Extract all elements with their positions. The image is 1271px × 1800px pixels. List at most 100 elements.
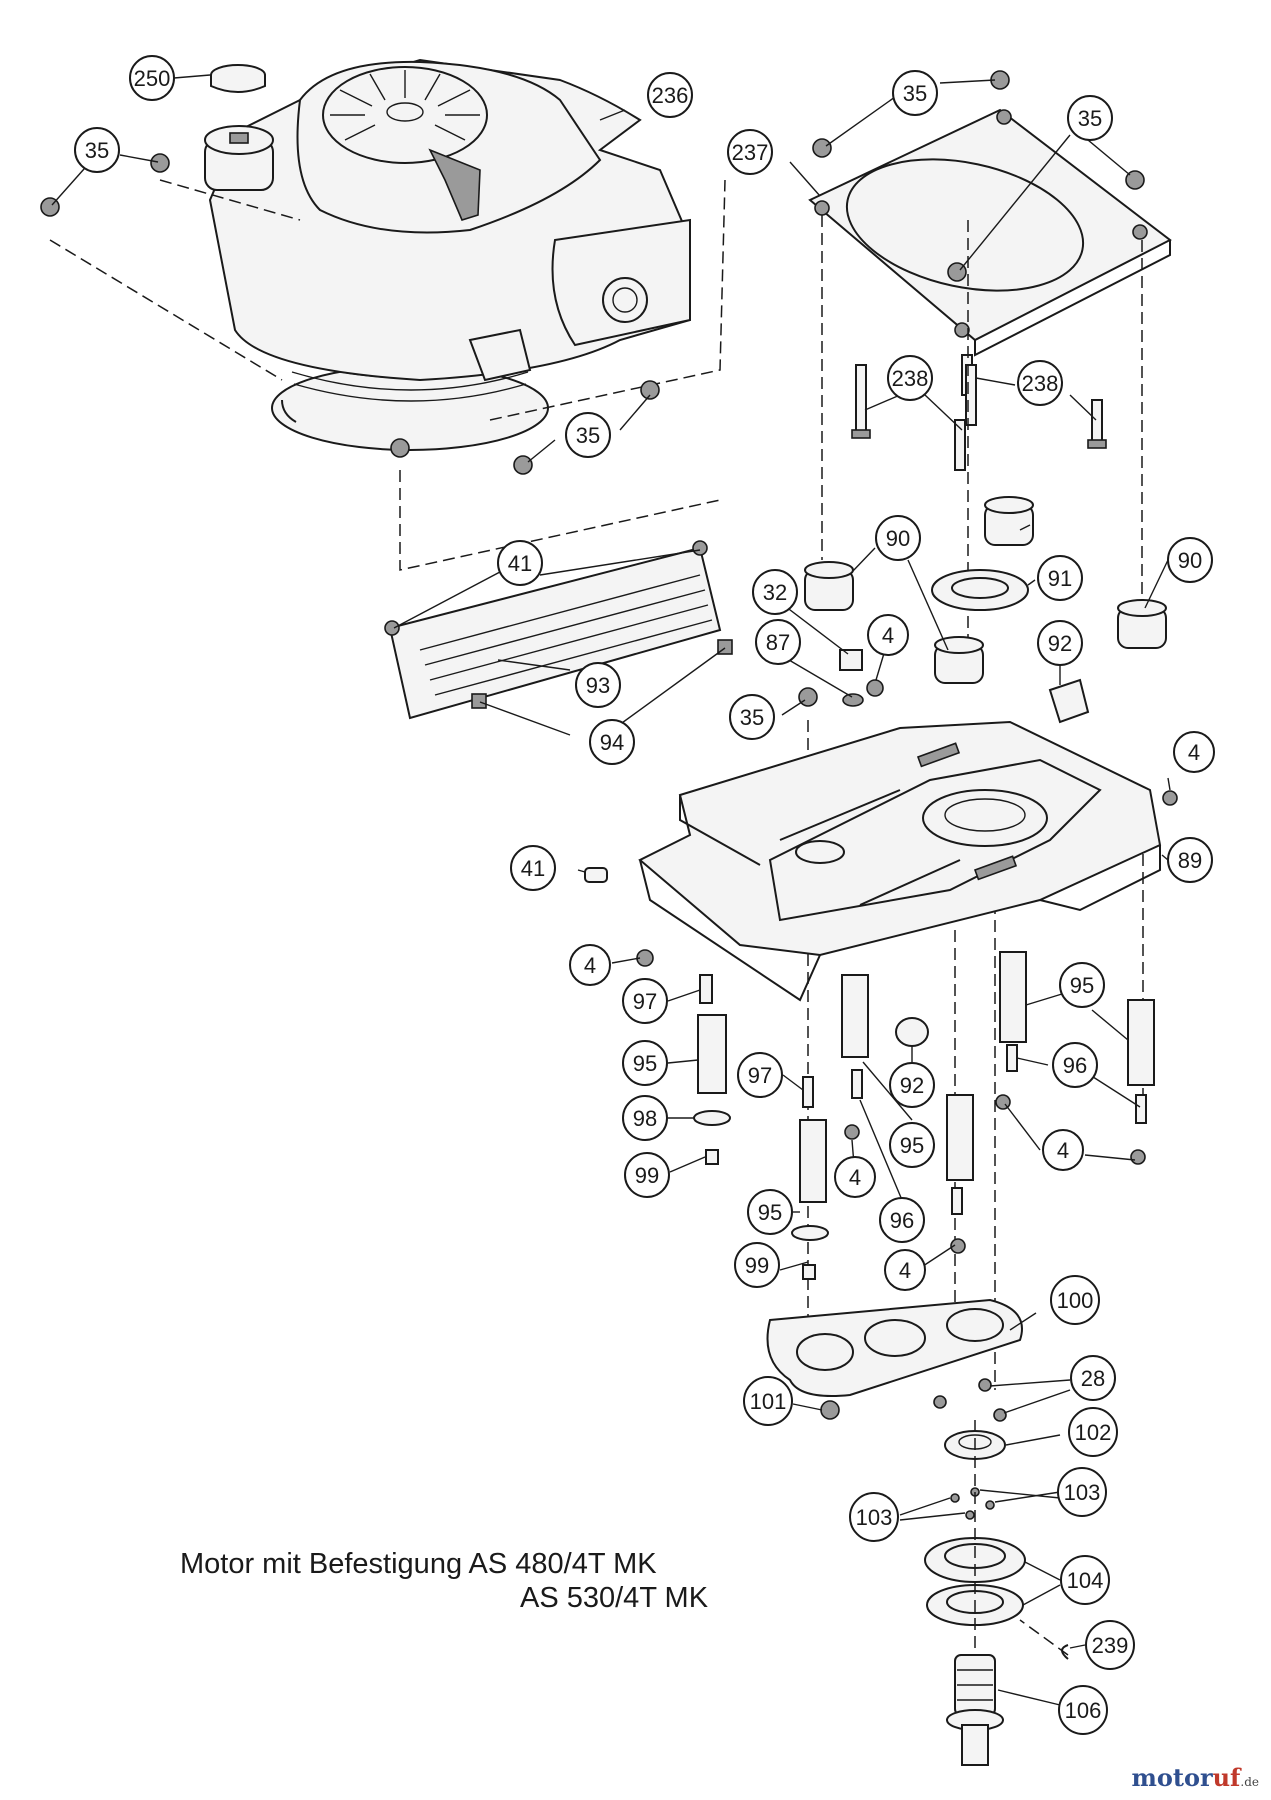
svg-text:4: 4	[1188, 740, 1200, 765]
callout-35: 35	[729, 694, 775, 740]
callout-97: 97	[737, 1052, 783, 1098]
callout-41: 41	[497, 540, 543, 586]
callout-90: 90	[1167, 537, 1213, 583]
washer-87	[842, 693, 864, 707]
top-mount-plate	[808, 70, 1172, 357]
svg-text:99: 99	[635, 1163, 659, 1188]
callout-91: 91	[1037, 555, 1083, 601]
callout-95: 95	[1059, 962, 1105, 1008]
caption-line-1: Motor mit Befestigung AS 480/4T MK	[180, 1548, 657, 1580]
callout-106: 106	[1058, 1685, 1108, 1735]
bolt-32	[839, 649, 863, 671]
nut-4-right	[1162, 790, 1178, 806]
svg-text:106: 106	[1065, 1698, 1102, 1723]
callout-100: 100	[1050, 1275, 1100, 1325]
callout-labels: 250 236 35 35 35 237 35 35 238 238 90 90…	[74, 55, 1215, 1735]
callout-41: 41	[510, 845, 556, 891]
engine-assembly	[40, 58, 726, 571]
callout-236: 236	[647, 72, 693, 118]
nut-4	[866, 679, 884, 697]
callout-96: 96	[879, 1197, 925, 1243]
svg-text:97: 97	[748, 1063, 772, 1088]
pin-41	[584, 867, 608, 883]
motoruf-watermark: motoruf.de	[1131, 1763, 1259, 1792]
watermark-part2: uf	[1212, 1763, 1241, 1792]
svg-text:35: 35	[85, 138, 109, 163]
svg-text:35: 35	[903, 81, 927, 106]
callout-35: 35	[1067, 95, 1113, 141]
callout-89: 89	[1167, 837, 1213, 883]
svg-text:103: 103	[1064, 1480, 1101, 1505]
rubber-mounts	[804, 496, 1167, 684]
callout-103: 103	[1057, 1467, 1107, 1517]
callout-35: 35	[892, 70, 938, 116]
svg-text:90: 90	[1178, 548, 1202, 573]
callout-92: 92	[1037, 620, 1083, 666]
callout-101: 101	[743, 1376, 793, 1426]
svg-text:98: 98	[633, 1106, 657, 1131]
callout-4: 4	[569, 944, 611, 986]
callout-4: 4	[834, 1156, 876, 1198]
svg-text:238: 238	[1022, 371, 1059, 396]
svg-text:99: 99	[745, 1253, 769, 1278]
callout-96: 96	[1052, 1042, 1098, 1088]
svg-text:4: 4	[849, 1165, 861, 1190]
leader-lines	[51, 74, 1171, 1706]
svg-text:101: 101	[750, 1389, 787, 1414]
callout-239: 239	[1085, 1620, 1135, 1670]
callout-95: 95	[747, 1189, 793, 1235]
svg-text:4: 4	[899, 1258, 911, 1283]
callout-95: 95	[622, 1040, 668, 1086]
svg-text:104: 104	[1067, 1568, 1104, 1593]
svg-text:95: 95	[758, 1200, 782, 1225]
callout-94: 94	[589, 719, 635, 765]
svg-text:238: 238	[892, 366, 929, 391]
callout-99: 99	[624, 1152, 670, 1198]
svg-text:92: 92	[1048, 631, 1072, 656]
knob-92-lower	[895, 1017, 929, 1047]
watermark-tld: .de	[1240, 1775, 1259, 1789]
callout-35: 35	[74, 127, 120, 173]
svg-text:41: 41	[508, 551, 532, 576]
svg-text:95: 95	[900, 1133, 924, 1158]
svg-text:236: 236	[652, 83, 689, 108]
svg-text:250: 250	[134, 66, 171, 91]
svg-text:96: 96	[1063, 1053, 1087, 1078]
oil-cap-part	[210, 64, 266, 93]
callout-28: 28	[1070, 1355, 1116, 1401]
callout-237: 237	[727, 129, 773, 175]
grille-part	[384, 540, 733, 720]
svg-text:32: 32	[763, 580, 787, 605]
svg-text:237: 237	[732, 140, 769, 165]
bolts-238	[851, 354, 1107, 471]
callout-104: 104	[1060, 1555, 1110, 1605]
callout-98: 98	[622, 1095, 668, 1141]
svg-text:35: 35	[1078, 106, 1102, 131]
callout-4: 4	[884, 1249, 926, 1291]
svg-text:41: 41	[521, 856, 545, 881]
callout-35: 35	[565, 412, 611, 458]
svg-text:28: 28	[1081, 1366, 1105, 1391]
callout-102: 102	[1068, 1407, 1118, 1457]
callout-97: 97	[622, 978, 668, 1024]
watermark-part1: motor	[1131, 1763, 1213, 1792]
svg-text:103: 103	[856, 1505, 893, 1530]
callout-93: 93	[575, 662, 621, 708]
main-deck-plate	[638, 720, 1162, 1002]
svg-text:94: 94	[600, 730, 624, 755]
ring-91	[931, 569, 1029, 611]
callout-92: 92	[889, 1062, 935, 1108]
callout-95: 95	[889, 1122, 935, 1168]
callout-4: 4	[1173, 731, 1215, 773]
callout-238: 238	[887, 355, 933, 401]
callout-87: 87	[755, 619, 801, 665]
svg-text:90: 90	[886, 526, 910, 551]
svg-text:4: 4	[584, 953, 596, 978]
svg-text:87: 87	[766, 630, 790, 655]
callout-99: 99	[734, 1242, 780, 1288]
callout-32: 32	[752, 569, 798, 615]
lower-plate-100	[766, 1298, 1023, 1420]
svg-text:102: 102	[1075, 1420, 1112, 1445]
